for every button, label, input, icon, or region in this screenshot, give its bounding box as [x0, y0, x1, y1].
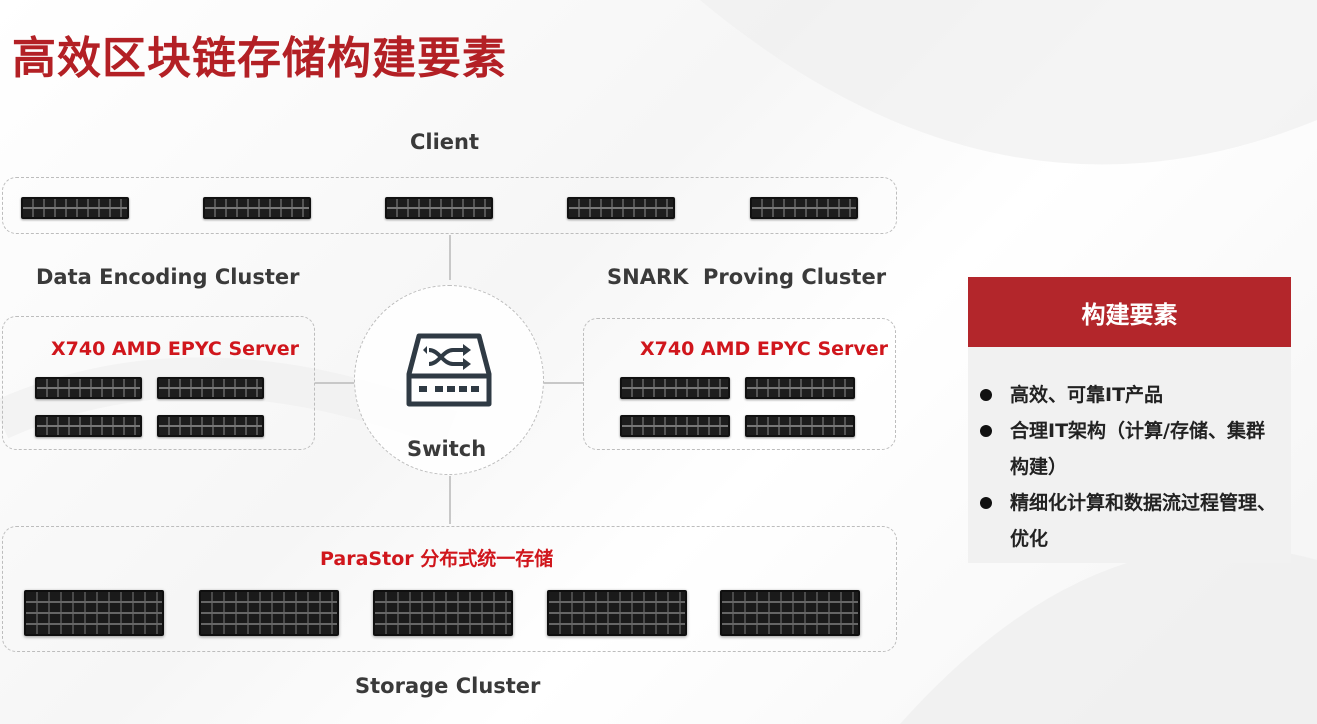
storage-system-label: ParaStor 分布式统一存储	[320, 548, 554, 570]
encoding-server	[157, 415, 264, 437]
client-label: Client	[410, 130, 480, 154]
key-elements-list: 高效、可靠IT产品 合理IT架构（计算/存储、集群构建） 精细化计算和数据流过程…	[968, 347, 1291, 557]
list-item-text: 高效、可靠IT产品	[1010, 384, 1164, 406]
proving-server	[745, 377, 855, 399]
list-item: 合理IT架构（计算/存储、集群构建）	[978, 413, 1281, 485]
bullet-icon	[980, 425, 992, 437]
switch-label: Switch	[407, 437, 487, 461]
storage-array	[199, 590, 339, 636]
client-server	[385, 197, 493, 219]
right-server-model-label: X740 AMD EPYC Server	[640, 338, 889, 360]
list-item-text: 精细化计算和数据流过程管理、优化	[1010, 492, 1277, 550]
data-encoding-cluster-box	[2, 316, 315, 450]
list-item: 精细化计算和数据流过程管理、优化	[978, 485, 1281, 557]
connector-left-switch	[315, 382, 355, 384]
list-item: 高效、可靠IT产品	[978, 377, 1281, 413]
connector-client-switch	[449, 235, 451, 280]
client-server	[203, 197, 311, 219]
left-server-model-label: X740 AMD EPYC Server	[51, 338, 300, 360]
encoding-server	[35, 377, 142, 399]
snark-proving-cluster-label: SNARK Proving Cluster	[607, 265, 887, 289]
encoding-server	[35, 415, 142, 437]
encoding-server	[157, 377, 264, 399]
storage-array	[547, 590, 687, 636]
storage-array	[373, 590, 513, 636]
panel-header: 构建要素	[968, 277, 1291, 347]
data-encoding-cluster-label: Data Encoding Cluster	[36, 265, 300, 289]
client-server	[567, 197, 675, 219]
page-title: 高效区块链存储构建要素	[12, 33, 507, 84]
client-server	[21, 197, 129, 219]
client-server	[750, 197, 858, 219]
snark-proving-cluster-box	[583, 318, 896, 450]
bullet-icon	[980, 389, 992, 401]
connector-right-switch	[544, 382, 584, 384]
list-item-text: 合理IT架构（计算/存储、集群构建）	[1010, 420, 1265, 478]
bullet-icon	[980, 497, 992, 509]
storage-cluster-box	[2, 526, 897, 652]
proving-server	[620, 415, 730, 437]
client-group-box	[2, 177, 897, 234]
storage-array	[720, 590, 860, 636]
storage-array	[24, 590, 164, 636]
storage-cluster-label: Storage Cluster	[355, 674, 541, 698]
proving-server	[620, 377, 730, 399]
connector-switch-storage	[449, 476, 451, 524]
key-elements-panel: 构建要素 高效、可靠IT产品 合理IT架构（计算/存储、集群构建） 精细化计算和…	[968, 277, 1291, 563]
switch-icon	[406, 333, 492, 407]
proving-server	[745, 415, 855, 437]
